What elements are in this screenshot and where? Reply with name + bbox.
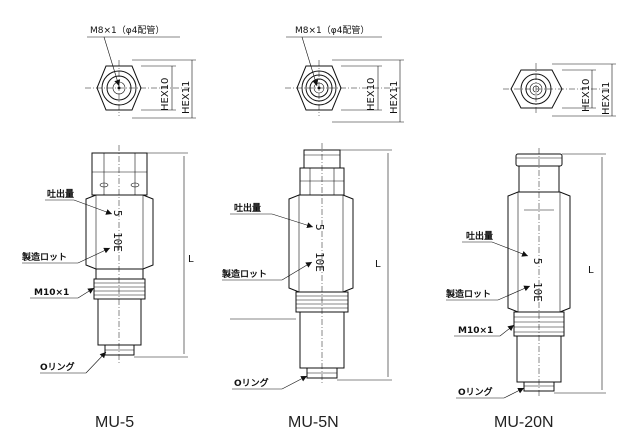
mu-5n-length-label: L: [375, 259, 381, 270]
mu-5n-model-name: MU-5N: [288, 414, 339, 431]
figure-mu-20n: HEX10 HEX11 5 10E L: [445, 63, 616, 431]
mu-20n-body-mark-2: 10E: [531, 282, 544, 302]
mu-5n-body-mark-2: 10E: [313, 252, 326, 272]
mu-20n-thread-label: M10×1: [458, 326, 493, 336]
mu-5-hex-a-label: HEX10: [160, 78, 171, 111]
mu-20n-length-label: L: [588, 265, 594, 276]
mu-20n-hex-a-label: HEX10: [581, 79, 592, 112]
mu-5-thread: [93, 278, 146, 300]
mu-5-thread-label: M10×1: [34, 288, 69, 298]
mu-5n-main-body: [288, 194, 354, 293]
mu-5-body-mark-1: 5: [111, 210, 124, 217]
mu-5-length-label: L: [188, 254, 194, 265]
mu-5-lot-label: 製造ロット: [21, 251, 67, 263]
mu-5n-top-view: HEX10 HEX11 M8×1（φ4配管）: [285, 24, 404, 123]
mu-20n-body-mark-1: 5: [531, 258, 544, 265]
mu-5-body-mark-2: 10E: [111, 232, 124, 252]
mu-5-model-name: MU-5: [95, 414, 134, 431]
mu-5n-side-view: 5 10E L 吐出量 製造ロット Oリング: [221, 143, 392, 390]
mu-5n-hex-b-label: HEX11: [389, 81, 400, 114]
mu-20n-lot-label: 製造ロット: [445, 288, 491, 300]
figure-mu-5: HEX10 HEX11 M8×1（φ4配管） 5 10E: [21, 24, 196, 431]
mu-5n-lot-label: 製造ロット: [221, 268, 267, 280]
mu-5-neck: [95, 268, 144, 280]
mu-5-oring-label: Oリング: [40, 361, 75, 373]
mu-5n-hex-a-label: HEX10: [366, 78, 377, 111]
mu-5n-discharge-label: 吐出量: [234, 202, 261, 214]
mu-20n-side-view: 5 10E L 吐出量 製造ロット M10×1: [445, 148, 606, 399]
mu-20n-discharge-label: 吐出量: [466, 230, 493, 242]
mu-5-side-view: 5 10E L 吐出量 製造ロット M10×1: [21, 145, 194, 374]
mu-5n-body-mark-1: 5: [313, 224, 326, 231]
mu-20n-model-name: MU-20N: [494, 414, 554, 431]
figure-mu-5n: HEX10 HEX11 M8×1（φ4配管） 5 10E: [221, 24, 404, 431]
mu-5-discharge-label: 吐出量: [47, 188, 74, 200]
mu-20n-hex-b-label: HEX11: [601, 82, 612, 115]
mu-5-top-label: M8×1（φ4配管）: [90, 24, 164, 36]
mu-5n-oring-label: Oリング: [234, 377, 269, 389]
mu-5n-top-label: M8×1（φ4配管）: [295, 24, 369, 36]
mu-5-upper-hex: [91, 152, 148, 196]
mu-5-lower-shaft: [97, 298, 142, 346]
mu-5-main-body: [85, 194, 154, 270]
mu-5-top-view: HEX10 HEX11 M8×1（φ4配管）: [85, 24, 196, 119]
mu-20n-top-view: HEX10 HEX11: [503, 63, 616, 117]
mu-20n-oring-label: Oリング: [458, 386, 493, 398]
mu-5-hex-b-label: HEX11: [181, 81, 192, 114]
mu-5-top-leader: [103, 36, 121, 87]
